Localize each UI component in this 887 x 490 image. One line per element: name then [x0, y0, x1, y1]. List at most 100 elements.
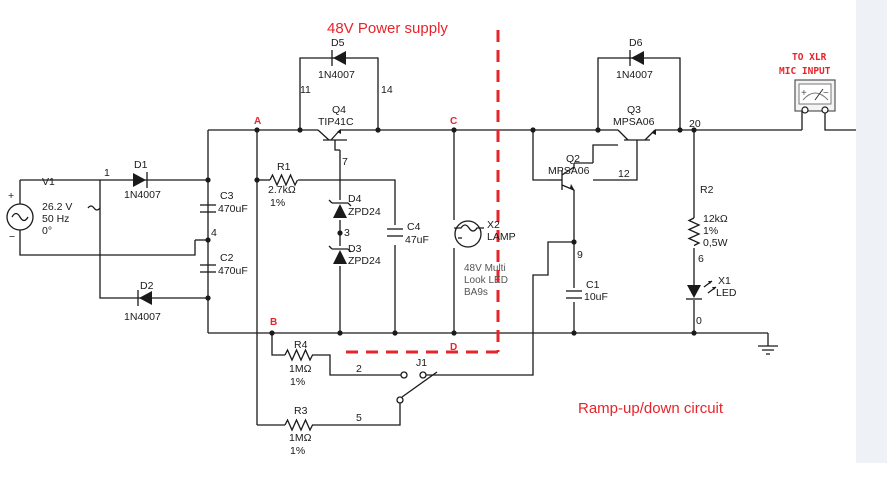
c1-ref: C1 [586, 279, 600, 291]
net-number-14: 14 [381, 84, 393, 96]
j1-ref: J1 [416, 357, 427, 369]
v1-wave-icon [87, 205, 101, 211]
net-number-9: 9 [577, 249, 583, 261]
c4-capacitor [387, 228, 403, 237]
x2-part: LAMP [487, 231, 516, 243]
r4-ref: R4 [294, 339, 308, 351]
d6-ref: D6 [629, 37, 643, 49]
r3-resistor [284, 418, 314, 432]
d3-ref: D3 [348, 243, 362, 255]
d1-ref: D1 [134, 159, 148, 171]
r4-tolerance: 1% [290, 376, 305, 388]
power-supply-title: 48V Power supply [327, 20, 448, 37]
r1-resistor [269, 173, 299, 187]
q4-part: TIP41C [318, 116, 354, 128]
r2-value: 12kΩ [703, 213, 728, 225]
node-label-b: B [270, 317, 277, 328]
r2-ref: R2 [700, 184, 714, 196]
r2-resistor [687, 217, 701, 247]
q2-ref: Q2 [566, 153, 580, 165]
r3-tolerance: 1% [290, 445, 305, 457]
v1-text-minus: − [9, 231, 15, 243]
r2-tolerance: 1% [703, 225, 718, 237]
c3-ref: C3 [220, 190, 234, 202]
d3-zener [328, 245, 352, 264]
q4-transistor [317, 129, 347, 151]
c4-ref: C4 [407, 221, 421, 233]
node-label-c: C [450, 116, 457, 127]
v1-frequency: 50 Hz [42, 213, 69, 225]
x2-lamp [454, 220, 484, 248]
c3-capacitor [200, 204, 216, 213]
xlr-meter-icon: + − [794, 79, 836, 114]
d5-diode [330, 50, 346, 66]
q2-part: MPSA06 [548, 165, 590, 177]
net-number-20: 20 [689, 118, 701, 130]
svg-text:−: − [823, 88, 829, 99]
node-label-a: A [254, 116, 261, 127]
v1-phase: 0° [42, 225, 52, 237]
v1-text-plus: + [8, 190, 14, 202]
v1-voltage: 26.2 V [42, 201, 72, 213]
power-supply-boundary [340, 30, 500, 354]
net-number-6: 6 [698, 253, 704, 265]
ramp-circuit-title: Ramp-up/down circuit [578, 400, 724, 417]
net-number-5: 5 [356, 412, 362, 424]
x2-note-line1: 48V Multi [464, 263, 506, 274]
c2-ref: C2 [220, 252, 234, 264]
c3-value: 470uF [218, 203, 248, 215]
r1-tolerance: 1% [270, 197, 285, 209]
v1-ref: V1 [42, 176, 55, 188]
net-number-4: 4 [211, 227, 217, 239]
r4-value: 1MΩ [289, 363, 312, 375]
d2-part: 1N4007 [124, 311, 161, 323]
xlr-label-line2: MIC INPUT [779, 66, 831, 77]
q3-transistor [617, 129, 656, 150]
net-number-11: 11 [300, 84, 311, 96]
x2-ref: X2 [487, 219, 500, 231]
x1-ref: X1 [718, 275, 731, 287]
c2-value: 470uF [218, 265, 248, 277]
net-number-12: 12 [618, 168, 630, 180]
c2-capacitor [200, 264, 216, 273]
j1-switch [396, 371, 438, 404]
r3-value: 1MΩ [289, 432, 312, 444]
d1-diode [130, 172, 150, 188]
d1-part: 1N4007 [124, 189, 161, 201]
ground-symbol [758, 345, 778, 355]
node-label-d: D [450, 342, 457, 353]
x2-note-line3: BA9s [464, 287, 488, 298]
r4-resistor [284, 348, 314, 362]
x1-led [686, 280, 717, 300]
d6-part: 1N4007 [616, 69, 653, 81]
d4-zener [328, 199, 352, 218]
junctions [205, 127, 697, 336]
c1-capacitor [566, 290, 582, 299]
q4-ref: Q4 [332, 104, 346, 116]
sidebar-panel [856, 0, 887, 463]
svg-text:+: + [801, 88, 807, 99]
d6-diode [628, 50, 644, 66]
q2-transistor [548, 162, 593, 191]
d4-part: ZPD24 [348, 206, 381, 218]
r1-ref: R1 [277, 161, 291, 173]
r3-ref: R3 [294, 405, 308, 417]
x2-note-line2: Look LED [464, 275, 508, 286]
net-number-2: 2 [356, 363, 362, 375]
c4-value: 47uF [405, 234, 429, 246]
net-number-7: 7 [342, 156, 348, 168]
d3-part: ZPD24 [348, 255, 381, 267]
d5-ref: D5 [331, 37, 345, 49]
net-number-0: 0 [696, 315, 702, 327]
wires [19, 57, 856, 426]
d5-part: 1N4007 [318, 69, 355, 81]
net-number-3: 3 [344, 227, 350, 239]
d4-ref: D4 [348, 193, 362, 205]
r2-power: 0,5W [703, 237, 728, 249]
d2-diode [135, 290, 155, 306]
net-number-1: 1 [104, 167, 110, 179]
r1-value: 2.7kΩ [268, 184, 296, 196]
q3-part: MPSA06 [613, 116, 655, 128]
